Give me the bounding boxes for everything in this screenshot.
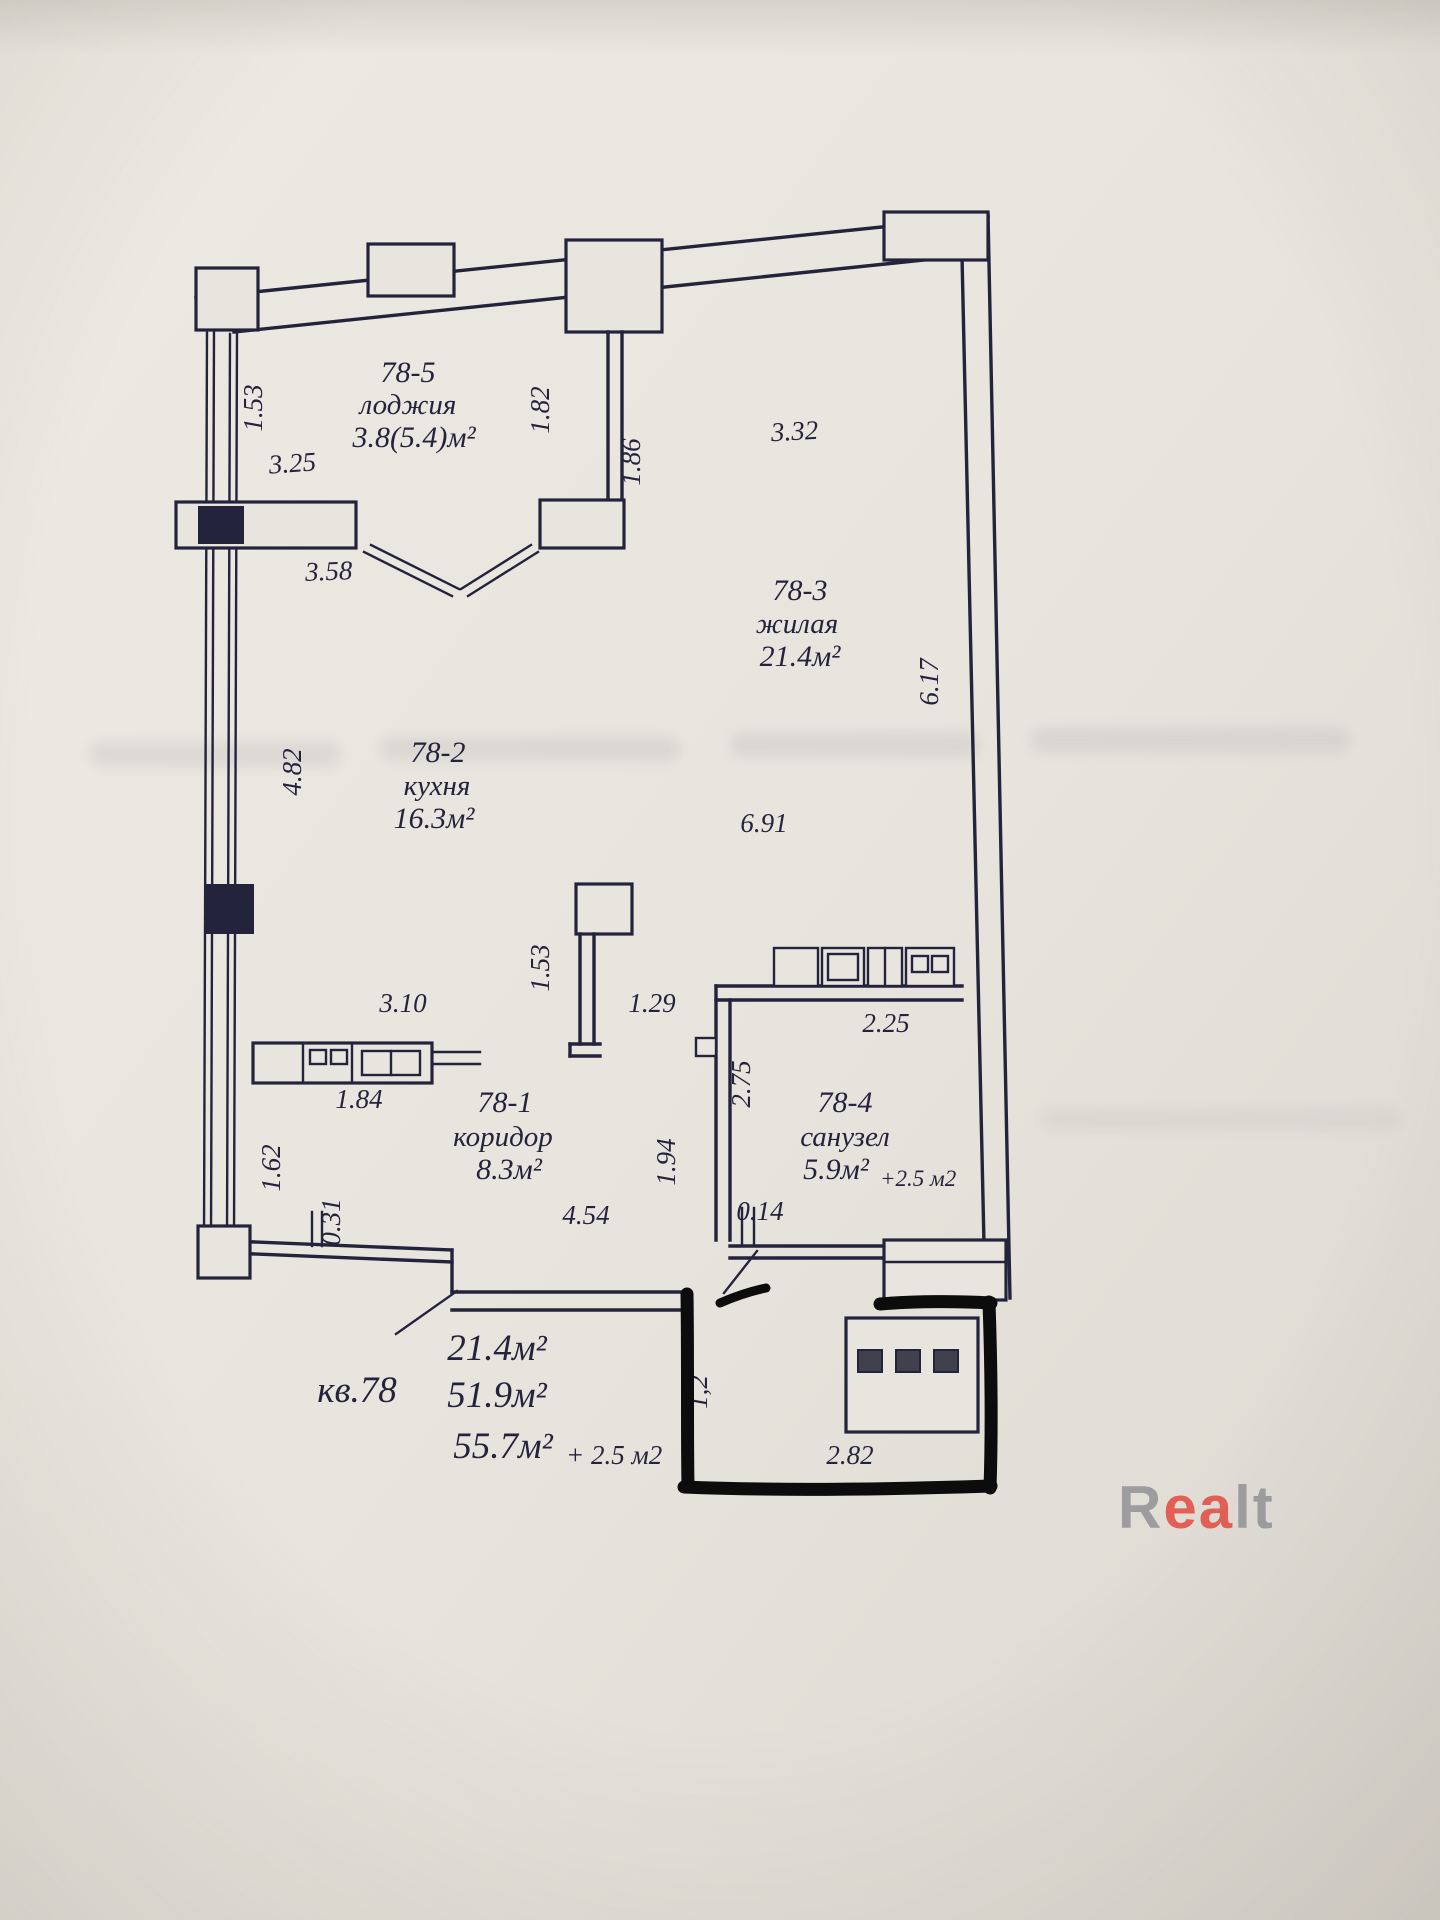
summary-total-extra: + 2.5 м2 bbox=[566, 1440, 662, 1470]
room-78-5-name: лоджия bbox=[358, 389, 457, 421]
dim-corridor-right-height: 1.94 bbox=[651, 1138, 681, 1185]
dim-living-right-height: 6.17 bbox=[914, 657, 944, 706]
room-78-3-id: 78-3 bbox=[773, 574, 828, 607]
realt-watermark-red: еа bbox=[1163, 1474, 1234, 1541]
summary-living-area: 21.4м² bbox=[447, 1328, 547, 1369]
summary-total-area: 55.7м² bbox=[453, 1426, 553, 1467]
dim-corridor-width: 4.54 bbox=[562, 1200, 609, 1230]
dim-bath-width: 2.25 bbox=[862, 1008, 909, 1038]
room-78-5-id: 78-5 bbox=[381, 356, 436, 389]
room-78-2-name: кухня bbox=[404, 770, 471, 802]
dim-loggia-left-height: 1.53 bbox=[238, 384, 268, 431]
dim-corridor-jog: 0.31 bbox=[316, 1198, 346, 1245]
room-78-5-area: 3.8(5.4)м² bbox=[351, 421, 476, 454]
dim-living-top-width: 3.32 bbox=[769, 415, 819, 447]
dim-counter-width: 3.10 bbox=[378, 988, 427, 1018]
room-78-1-name: коридор bbox=[453, 1121, 553, 1153]
dim-stub-height: 1.53 bbox=[525, 944, 555, 991]
room-78-4-id: 78-4 bbox=[818, 1086, 873, 1119]
realt-watermark-gray-2: lt bbox=[1234, 1474, 1275, 1541]
dim-door-jog: 0.14 bbox=[736, 1196, 783, 1226]
dim-loggia-right-height-2: 1.86 bbox=[616, 438, 646, 486]
summary-area: 51.9м² bbox=[447, 1375, 547, 1416]
room-78-2-id: 78-2 bbox=[411, 736, 466, 769]
dim-kitchen-left-height: 4.82 bbox=[277, 748, 307, 795]
room-78-1-id: 78-1 bbox=[478, 1086, 533, 1119]
realt-watermark: Rеаlt bbox=[1118, 1474, 1275, 1541]
room-78-2-area: 16.3м² bbox=[394, 802, 476, 835]
dim-corridor-left-height: 1.62 bbox=[256, 1144, 286, 1191]
room-78-4-area: 5.9м² bbox=[803, 1153, 870, 1186]
room-78-3-area: 21.4м² bbox=[760, 640, 842, 673]
dim-stub-offset: 1.29 bbox=[628, 988, 676, 1018]
dim-loggia-width: 3.25 bbox=[267, 446, 317, 479]
dim-bath-height: 2.75 bbox=[726, 1060, 756, 1107]
dim-counter-length: 1.84 bbox=[335, 1084, 382, 1114]
dim-living-width: 6.91 bbox=[740, 808, 787, 838]
dim-kitchen-top-width: 3.58 bbox=[304, 555, 354, 587]
room-78-4-area-extra: +2.5 м2 bbox=[880, 1166, 956, 1191]
scan-top-shadow bbox=[0, 0, 1440, 55]
realt-watermark-gray-1: R bbox=[1118, 1474, 1163, 1541]
dim-loggia-right-height-1: 1.82 bbox=[525, 386, 555, 433]
terrace-window-block bbox=[844, 1316, 980, 1434]
room-78-1-area: 8.3м² bbox=[476, 1153, 543, 1186]
room-78-4-name: санузел bbox=[800, 1121, 890, 1153]
room-78-3-name: жилая bbox=[756, 608, 838, 640]
dim-terrace-width: 2.82 bbox=[826, 1440, 873, 1470]
summary-apartment-number: кв.78 bbox=[317, 1370, 397, 1411]
